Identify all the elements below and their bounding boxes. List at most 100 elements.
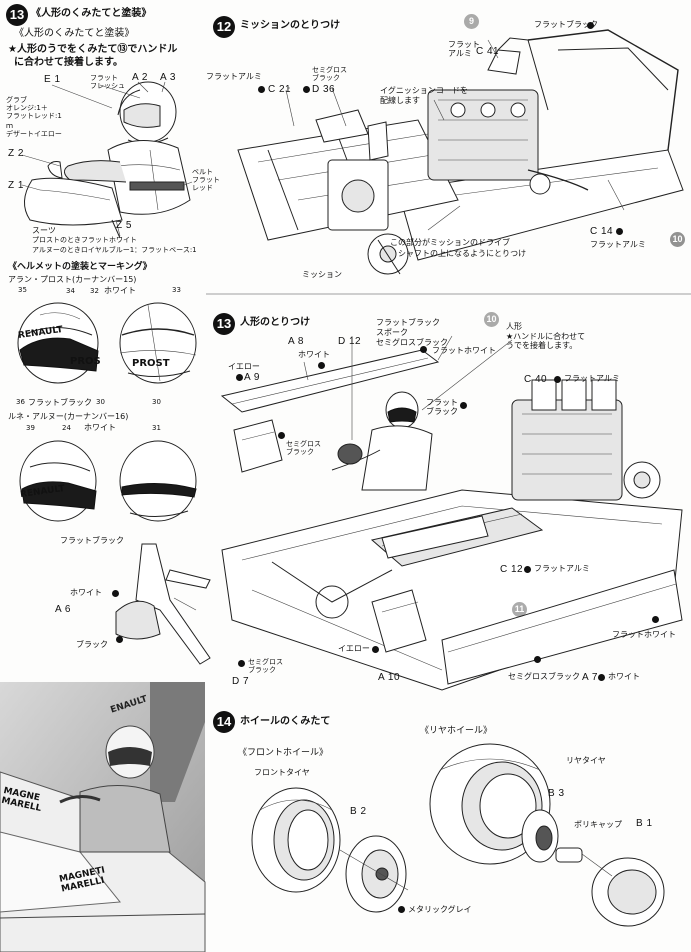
step-13b-number-badge: 13 — [213, 313, 235, 335]
label-flat-black-prost: フラットブラック — [28, 398, 92, 407]
arnoux-helmet-label: ルネ・アルヌー(カーナンバー16) — [8, 412, 129, 421]
label-b3: B 3 — [548, 788, 565, 799]
label-a10: A 10 — [378, 672, 401, 683]
label-flat-white-step13: フラットホワイト — [432, 346, 496, 355]
helmet-section-title: 《ヘルメットの塗装とマーキング》 — [8, 262, 152, 272]
label-flat-alu-c21: フラットアルミ — [206, 72, 262, 81]
ghost-step-9: 9 — [464, 14, 479, 29]
divider-step12-13 — [206, 293, 691, 295]
label-semigloss-d36: セミグロス ブラック — [312, 66, 347, 83]
transmission-assembly-drawing — [237, 29, 684, 275]
decal-35: 35 — [18, 286, 27, 294]
label-rear-tire: リヤタイヤ — [566, 756, 606, 765]
label-flat-fresh: フラット フレッシュ — [90, 74, 125, 91]
label-a9: A 9 — [244, 372, 260, 383]
label-a6: A 6 — [55, 604, 71, 615]
figure-note-line2: に合わせて接着します。 — [14, 57, 123, 68]
label-b1: B 1 — [636, 818, 653, 829]
label-ignition-line2: 配線します — [380, 96, 420, 105]
finished-model-photo — [0, 682, 206, 952]
rear-wheel-heading: 《リヤホイール》 — [420, 726, 493, 736]
label-z2: Z 2 — [8, 148, 24, 159]
label-glove-color: グラブ オレンジ:1＋ フラットレッド:1 — [6, 96, 62, 121]
label-suit-arnoux: アルヌーのときロイヤルブルー1：フラットベース:1 — [32, 246, 197, 254]
label-belt-color: ベルト フラット レッド — [192, 168, 220, 193]
label-c14: C 14 — [590, 226, 614, 237]
label-c21: C 21 — [268, 84, 292, 95]
label-white-a7: ホワイト — [608, 672, 640, 681]
label-spoke: スポーク — [376, 328, 408, 337]
decal-30-back: 30 — [152, 398, 161, 406]
step-14-title: ホイールのくみたて — [240, 716, 331, 727]
prost-helmets-drawing — [17, 302, 197, 384]
label-e1: E 1 — [44, 74, 61, 85]
label-ignition-line1: イグニッションコードを — [380, 86, 468, 95]
decal-36: 36 — [16, 398, 25, 406]
label-flat-white-a7: フラットホワイト — [612, 630, 676, 639]
rear-wing-drawing — [115, 543, 211, 665]
label-z5: Z 5 — [116, 220, 132, 231]
label-flat-alu-c12: フラットアルミ — [534, 564, 590, 573]
decal-33: 33 — [172, 286, 181, 294]
label-a8: A 8 — [288, 336, 304, 347]
label-ningyo: 人形 — [506, 322, 522, 331]
paint-dot-d36 — [303, 86, 310, 93]
prost-helmet-label: アラン・プロスト(カーナンバー15) — [8, 275, 137, 284]
label-semigloss-black-spoke: セミグロスブラック — [376, 338, 448, 347]
figure-section-title: 《人形のくみたてと塗装》 — [31, 8, 152, 19]
label-a7: A 7 — [582, 672, 598, 683]
wheel-assembly-drawing — [251, 743, 665, 927]
paint-dot-flat-white-a7 — [652, 616, 659, 623]
label-flat-black-step13: フラット ブラック — [426, 398, 458, 417]
paint-dot-a9 — [236, 374, 243, 381]
label-flat-black-spoke: フラットブラック — [376, 318, 440, 327]
label-b2: B 2 — [350, 806, 367, 817]
paint-dot-d7 — [238, 660, 245, 667]
paint-dot-a8 — [318, 362, 325, 369]
label-flat-alu-c41: フラット アルミ — [448, 40, 480, 59]
label-z1: Z 1 — [8, 180, 24, 191]
paint-dot-c12 — [524, 566, 531, 573]
label-c41: C 41 — [476, 46, 500, 57]
label-white-helmet: ホワイト — [104, 286, 136, 295]
decal-31: 31 — [152, 424, 161, 432]
label-desert-yellow: ｍ デザートイエロー — [6, 122, 62, 139]
paint-dot-c40 — [554, 376, 561, 383]
front-wheel-heading: 《フロントホイール》 — [238, 748, 329, 758]
figure-subtitle: 《人形のくみたてと塗装》 — [14, 28, 135, 39]
driver-figure-drawing — [21, 81, 193, 239]
label-c40: C 40 — [524, 374, 548, 385]
decal-39: 39 — [26, 424, 35, 432]
label-flat-black-step12: フラットブラック — [534, 20, 598, 29]
paint-dot-white-a6 — [112, 590, 119, 597]
label-a2: A 2 — [132, 72, 148, 83]
ghost-step-10b: 10 — [670, 232, 685, 247]
paint-dot-black-a6 — [116, 636, 123, 643]
paint-dot-semigloss-a7 — [534, 656, 541, 663]
car-assembly-drawing — [220, 335, 683, 691]
decal-30-prost: 30 — [96, 398, 105, 406]
decal-34: 34 — [66, 287, 75, 295]
ghost-step-10: 10 — [484, 312, 499, 327]
label-flat-black-arnoux: フラットブラック — [60, 536, 124, 545]
label-white-arnoux: ホワイト — [84, 423, 116, 432]
label-d12: D 12 — [338, 336, 362, 347]
decal-24: 24 — [62, 424, 71, 432]
label-white-a6: ホワイト — [70, 588, 102, 597]
label-poly-cap: ポリキャップ — [574, 820, 622, 829]
label-semigloss-step13: セミグロス ブラック — [286, 440, 321, 457]
label-flat-alu-c40: フラットアルミ — [564, 374, 620, 383]
paint-dot-metallic-gray — [398, 906, 405, 913]
figure-note-line1: ★人形のうでをくみたて⑬でハンドル — [8, 44, 178, 55]
label-flat-alu-c14: フラットアルミ — [590, 240, 646, 249]
paint-dot-c21 — [258, 86, 265, 93]
label-yellow-a10: イエロー — [338, 644, 370, 653]
label-c12: C 12 — [500, 564, 524, 575]
label-d7: D 7 — [232, 676, 250, 687]
ghost-step-11: 11 — [512, 602, 527, 617]
step-14-number-badge: 14 — [213, 711, 235, 733]
label-drive-note-line1: この部分がミッションのドライブ — [390, 238, 510, 247]
paint-dot-spoke — [420, 346, 427, 353]
paint-dot-white-a7 — [598, 674, 605, 681]
paint-dot-a10 — [372, 646, 379, 653]
